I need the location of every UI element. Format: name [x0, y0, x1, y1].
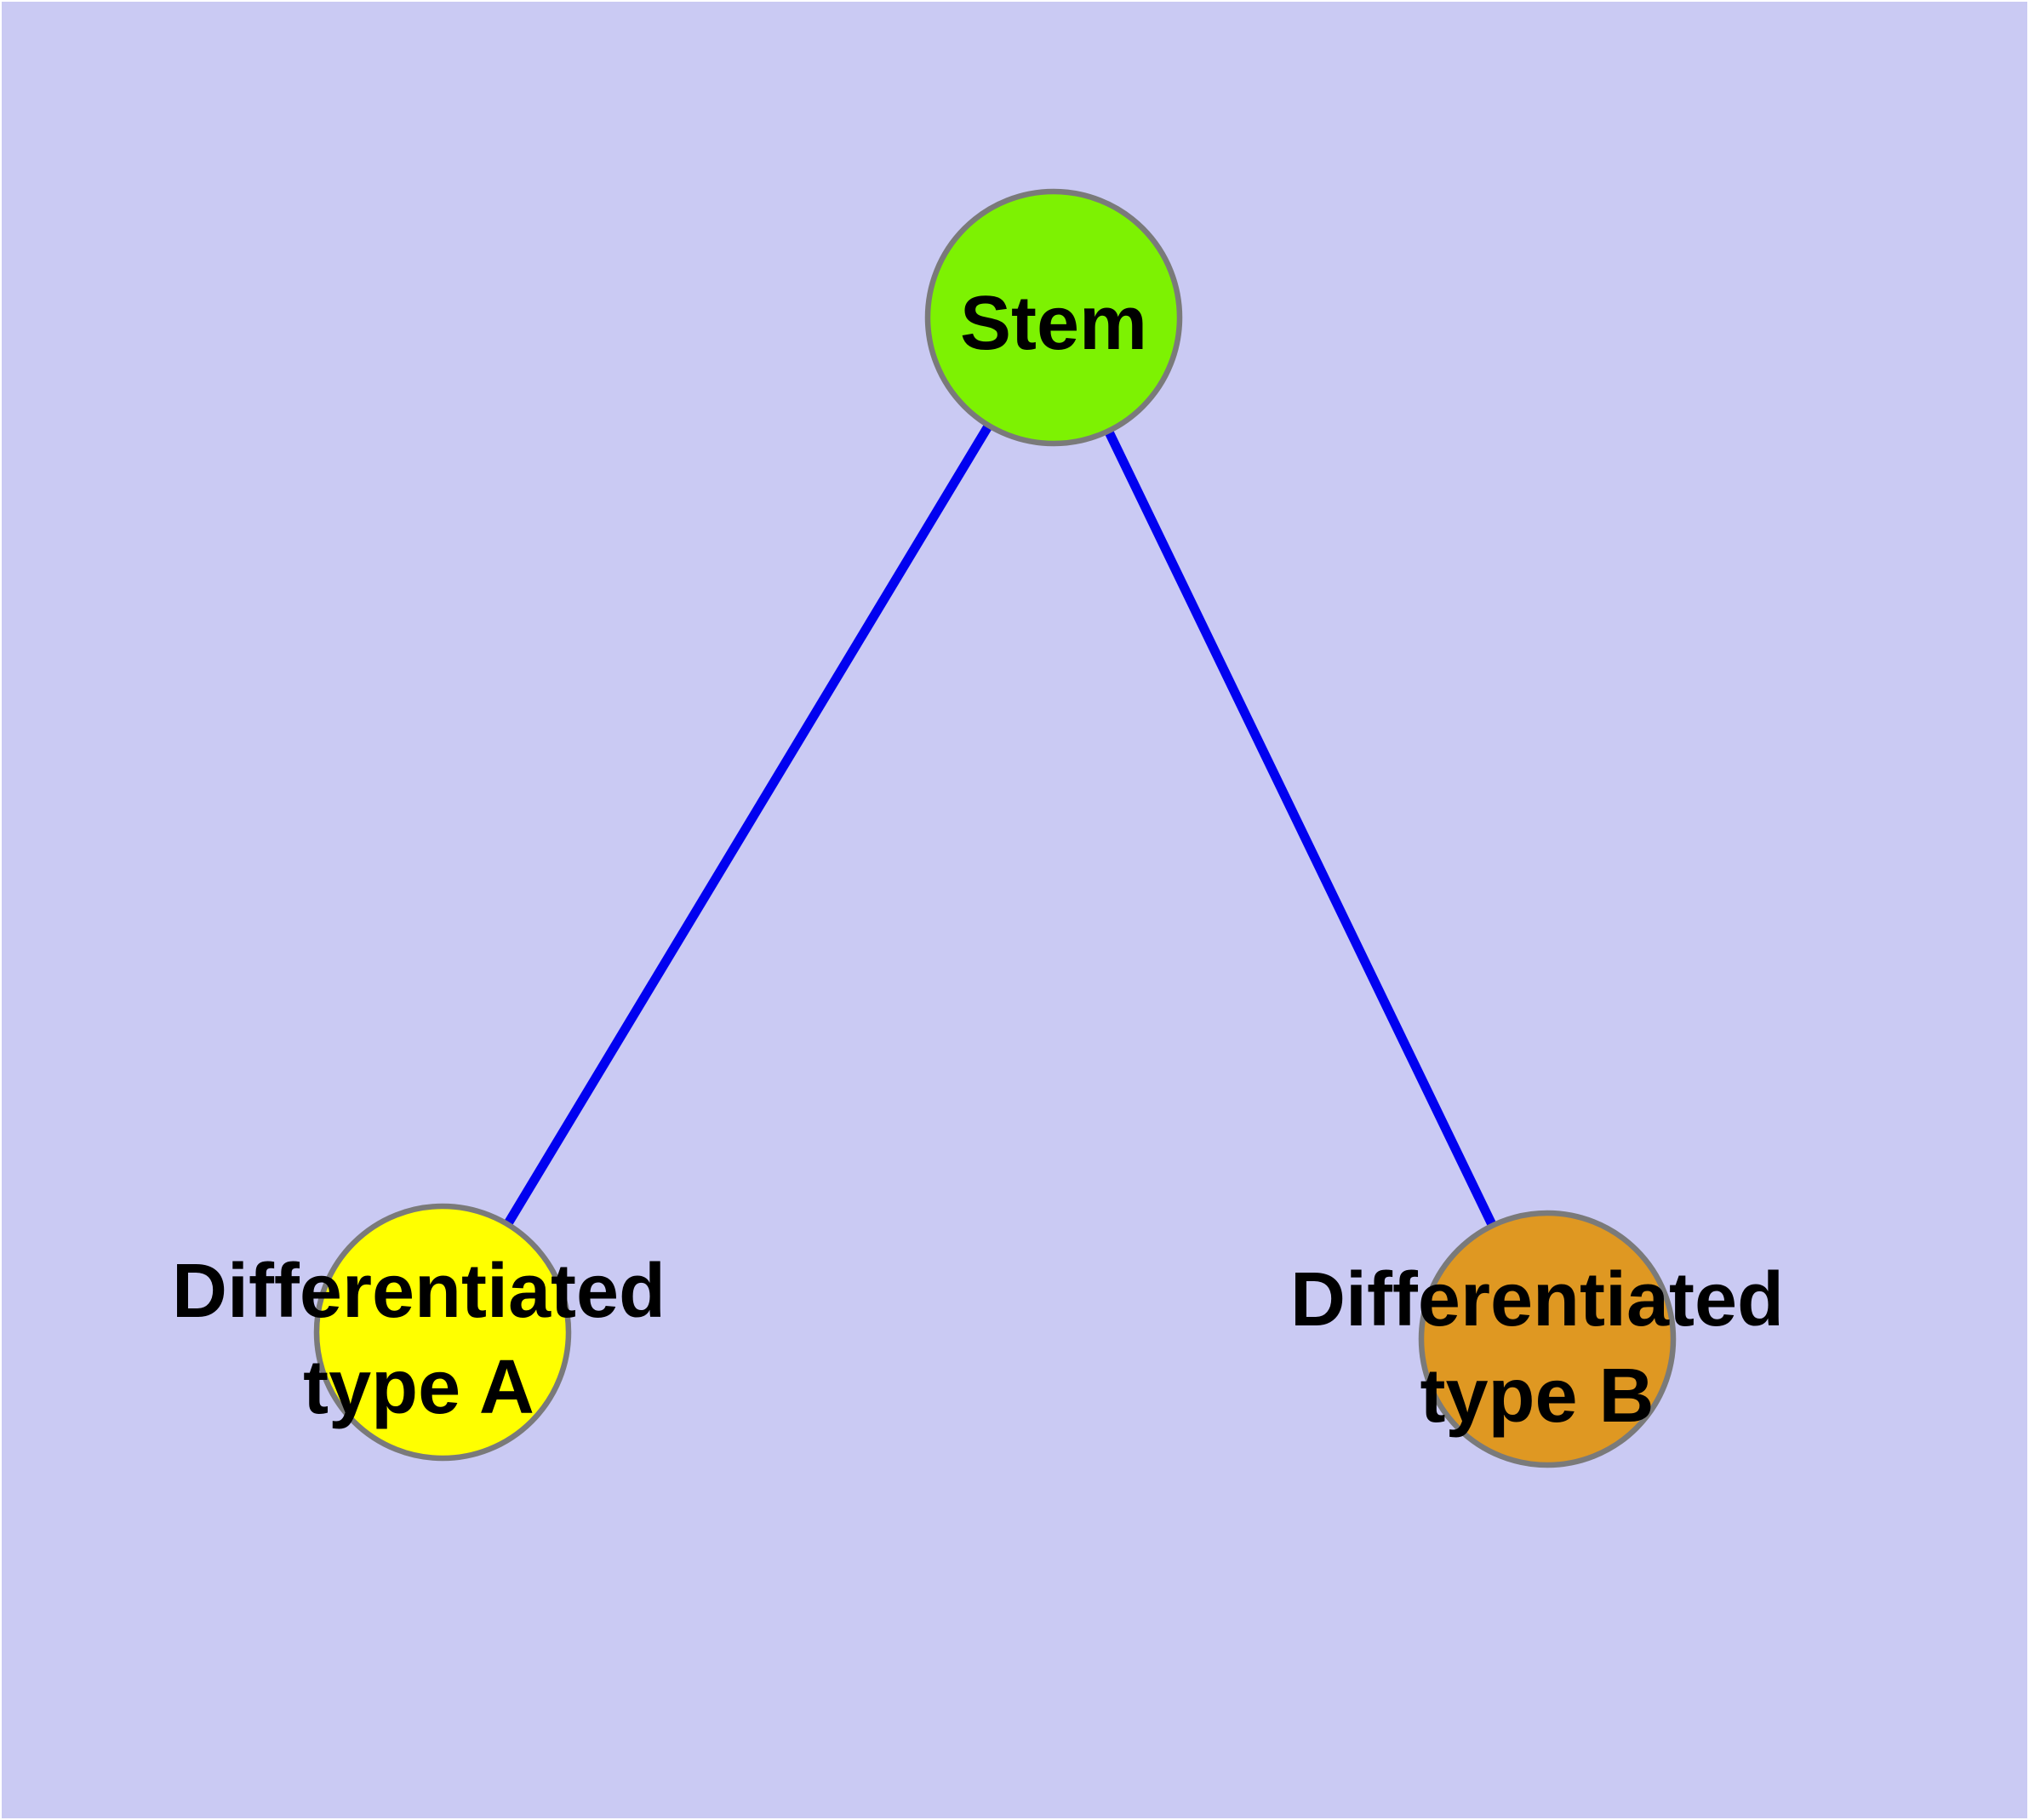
- node-stem-label: Stem: [960, 281, 1147, 366]
- node-differentiated-type-a: Differentiated type A: [172, 1203, 666, 1462]
- node-differentiated-type-b-circle: [1418, 1210, 1677, 1468]
- edge-stem-to-type-b: [1049, 315, 1552, 1342]
- node-stem: Stem: [924, 188, 1183, 447]
- edge-stem-to-type-a: [438, 315, 1058, 1335]
- node-differentiated-type-a-label-line1: Differentiated: [172, 1249, 666, 1334]
- node-differentiated-type-a-circle: [313, 1203, 572, 1462]
- node-stem-circle: [924, 188, 1183, 447]
- node-differentiated-type-b-label-line1: Differentiated: [1290, 1257, 1784, 1342]
- node-differentiated-type-b-label-line2: type B: [1420, 1354, 1654, 1439]
- node-differentiated-type-b: Differentiated type B: [1290, 1210, 1784, 1468]
- node-differentiated-type-a-label-line2: type A: [303, 1345, 534, 1430]
